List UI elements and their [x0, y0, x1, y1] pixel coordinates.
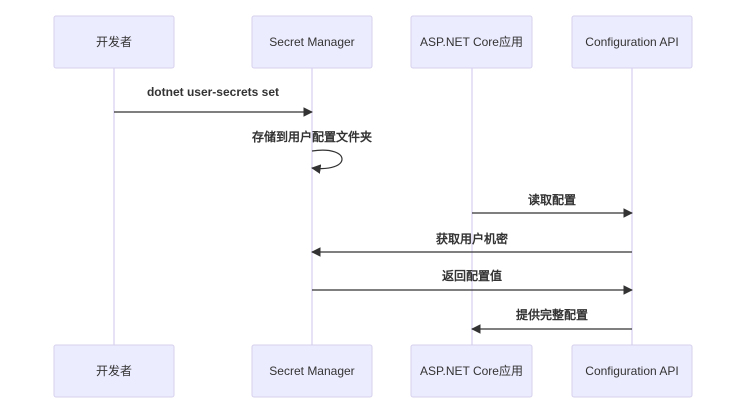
- actor-secret-manager-bottom: Secret Manager: [251, 344, 373, 398]
- actor-label: ASP.NET Core应用: [420, 34, 523, 49]
- actor-developer-top: 开发者: [53, 15, 175, 69]
- actor-label: 开发者: [96, 363, 132, 378]
- actor-aspnet-app-bottom: ASP.NET Core应用: [410, 344, 533, 398]
- actor-configuration-api-top: Configuration API: [571, 15, 693, 69]
- actor-secret-manager-top: Secret Manager: [251, 15, 373, 69]
- actor-label: Configuration API: [585, 364, 678, 378]
- actor-label: ASP.NET Core应用: [420, 363, 523, 378]
- message-label: 存储到用户配置文件夹: [251, 129, 372, 144]
- self-message-arrow: [311, 149, 343, 174]
- actor-label: Secret Manager: [269, 35, 354, 49]
- actor-label: 开发者: [96, 34, 132, 49]
- message-label: 获取用户机密: [435, 231, 508, 246]
- message-label: dotnet user-secrets set: [147, 85, 279, 99]
- actor-developer-bottom: 开发者: [53, 344, 175, 398]
- actor-label: Configuration API: [585, 35, 678, 49]
- message-label: 读取配置: [528, 192, 576, 207]
- actor-label: Secret Manager: [269, 364, 354, 378]
- actor-configuration-api-bottom: Configuration API: [571, 344, 693, 398]
- message-label: 返回配置值: [442, 268, 502, 283]
- message-label: 提供完整配置: [516, 307, 588, 322]
- actor-aspnet-app-top: ASP.NET Core应用: [410, 15, 533, 69]
